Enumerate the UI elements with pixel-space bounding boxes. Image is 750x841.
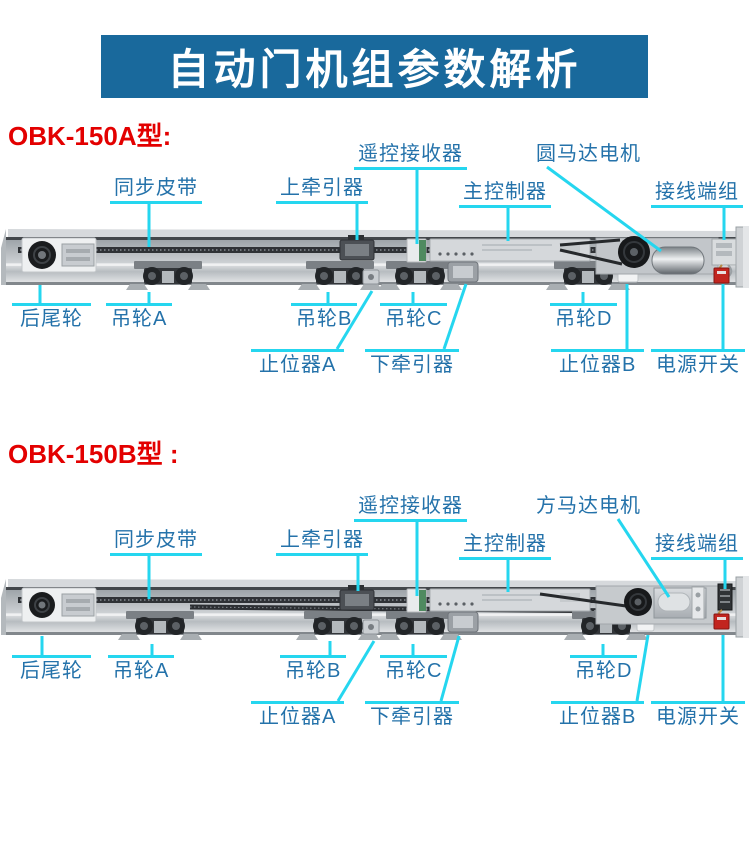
power-switch-part (713, 267, 730, 284)
label-motor-a: 圆马达电机 (536, 143, 641, 165)
stopper-a-part (362, 269, 380, 285)
label-sync-belt-b: 同步皮带 (110, 528, 202, 556)
track-b-illustration (1, 576, 749, 640)
label-rear-wheel-a: 后尾轮 (12, 303, 91, 331)
label-lower-traction-a: 下牵引器 (365, 349, 459, 377)
label-stopper-a-a: 止位器A (251, 349, 345, 377)
title-banner: 自动门机组参数解析 (101, 35, 648, 98)
rear-wheel-part (21, 237, 97, 273)
label-hanger-b-b: 吊轮B (280, 655, 347, 683)
lower-traction-part (447, 261, 479, 283)
upper-traction-part (339, 585, 375, 611)
label-terminal-group-a: 接线端组 (651, 180, 743, 208)
label-main-controller-b: 主控制器 (459, 532, 551, 560)
power-switch-part (713, 613, 730, 630)
label-rear-wheel-b: 后尾轮 (12, 655, 91, 683)
label-stopper-b-b: 止位器B (551, 701, 645, 729)
leader-motor-b (616, 518, 671, 598)
label-remote-receiver-a: 遥控接收器 (354, 142, 467, 170)
leader-stopper-a-a (335, 290, 374, 350)
label-motor-b: 方马达电机 (536, 495, 641, 517)
section-b-heading: OBK-150B型 : (8, 439, 179, 469)
label-remote-receiver-b: 遥控接收器 (354, 494, 467, 522)
label-stopper-b-a: 止位器B (551, 349, 645, 377)
label-hanger-d-b: 吊轮D (570, 655, 638, 683)
label-stopper-a-b: 止位器A (251, 701, 345, 729)
label-main-controller-a: 主控制器 (459, 180, 551, 208)
stopper-a-part (362, 619, 380, 635)
lower-traction-part (447, 611, 479, 633)
label-hanger-a-a: 吊轮A (106, 303, 173, 331)
leader-lower-traction-b (439, 635, 461, 702)
rear-wheel-part (21, 587, 97, 623)
label-hanger-c-b: 吊轮C (380, 655, 448, 683)
track-a-illustration (1, 226, 749, 290)
leader-stopper-a-b (336, 640, 376, 702)
main-controller-part (429, 238, 591, 262)
page-title: 自动门机组参数解析 (167, 46, 582, 93)
section-a-heading: OBK-150A型: (8, 121, 172, 151)
label-lower-traction-b: 下牵引器 (365, 701, 459, 729)
square-motor-part (539, 585, 719, 625)
label-power-switch-b: 电源开关 (651, 701, 745, 729)
label-upper-traction-b: 上牵引器 (276, 528, 368, 556)
leader-lower-traction-a (442, 283, 468, 350)
leader-motor-a (546, 165, 662, 253)
label-hanger-c-a: 吊轮C (380, 303, 448, 331)
terminal-group-part (711, 238, 737, 284)
label-upper-traction-a: 上牵引器 (276, 176, 368, 204)
leader-stopper-b-b (635, 634, 650, 702)
label-hanger-d-a: 吊轮D (550, 303, 618, 331)
label-terminal-group-b: 接线端组 (651, 532, 743, 560)
label-sync-belt-a: 同步皮带 (110, 176, 202, 204)
label-power-switch-a: 电源开关 (651, 349, 745, 377)
label-hanger-a-b: 吊轮A (108, 655, 175, 683)
label-hanger-b-a: 吊轮B (291, 303, 358, 331)
